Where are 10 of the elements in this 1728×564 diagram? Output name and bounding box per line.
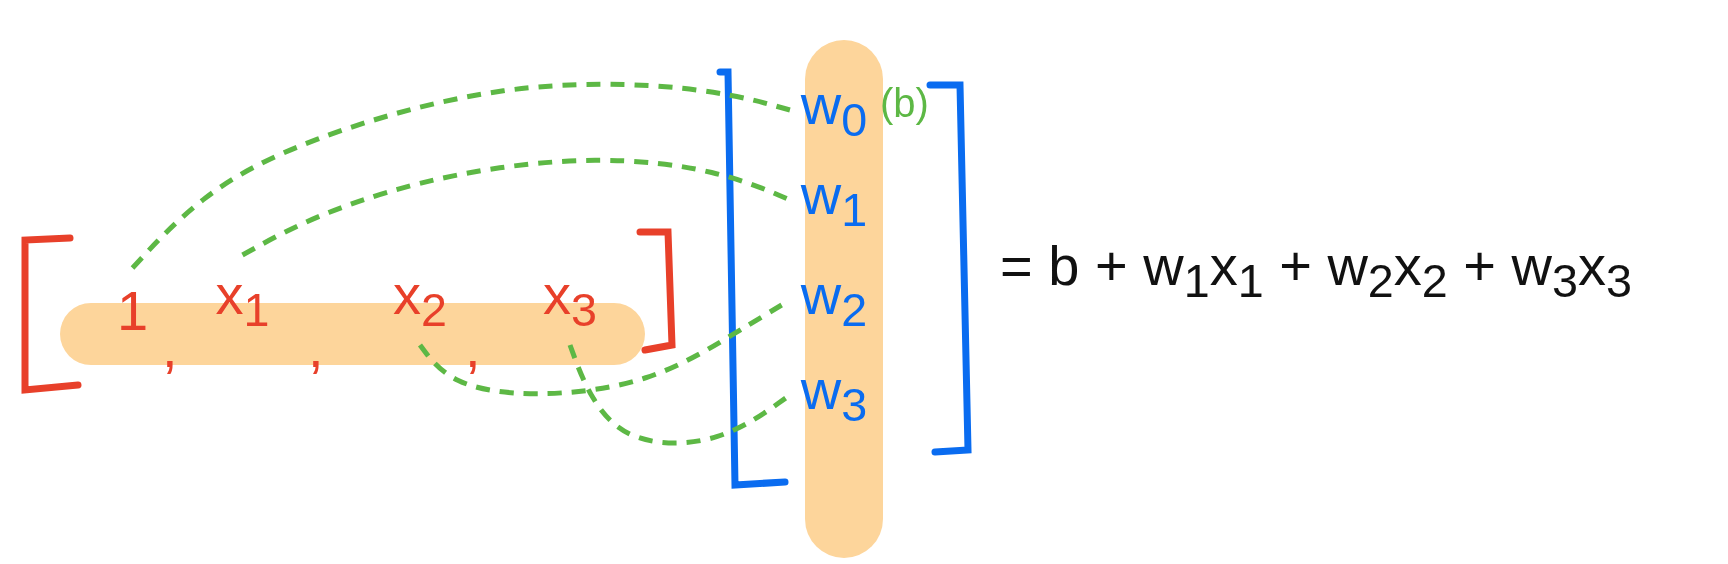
math-symbol: w$_{1}$ (790, 165, 878, 235)
dashed-connector (130, 81, 791, 270)
comma: , (162, 320, 178, 376)
comma: , (465, 320, 481, 376)
comma: , (308, 320, 324, 376)
equation: = b + w$_{1}$x$_{1}$ + w$_{2}$x$_{2}$ + w$_{3}$x$_{3}$ (1000, 238, 1632, 305)
math-symbol: w$_{2}$ (790, 265, 878, 335)
math-symbol: w$_{0}$ (790, 75, 878, 145)
math-symbol: w$_{3}$ (790, 360, 878, 430)
annotation: (b) (880, 83, 929, 123)
